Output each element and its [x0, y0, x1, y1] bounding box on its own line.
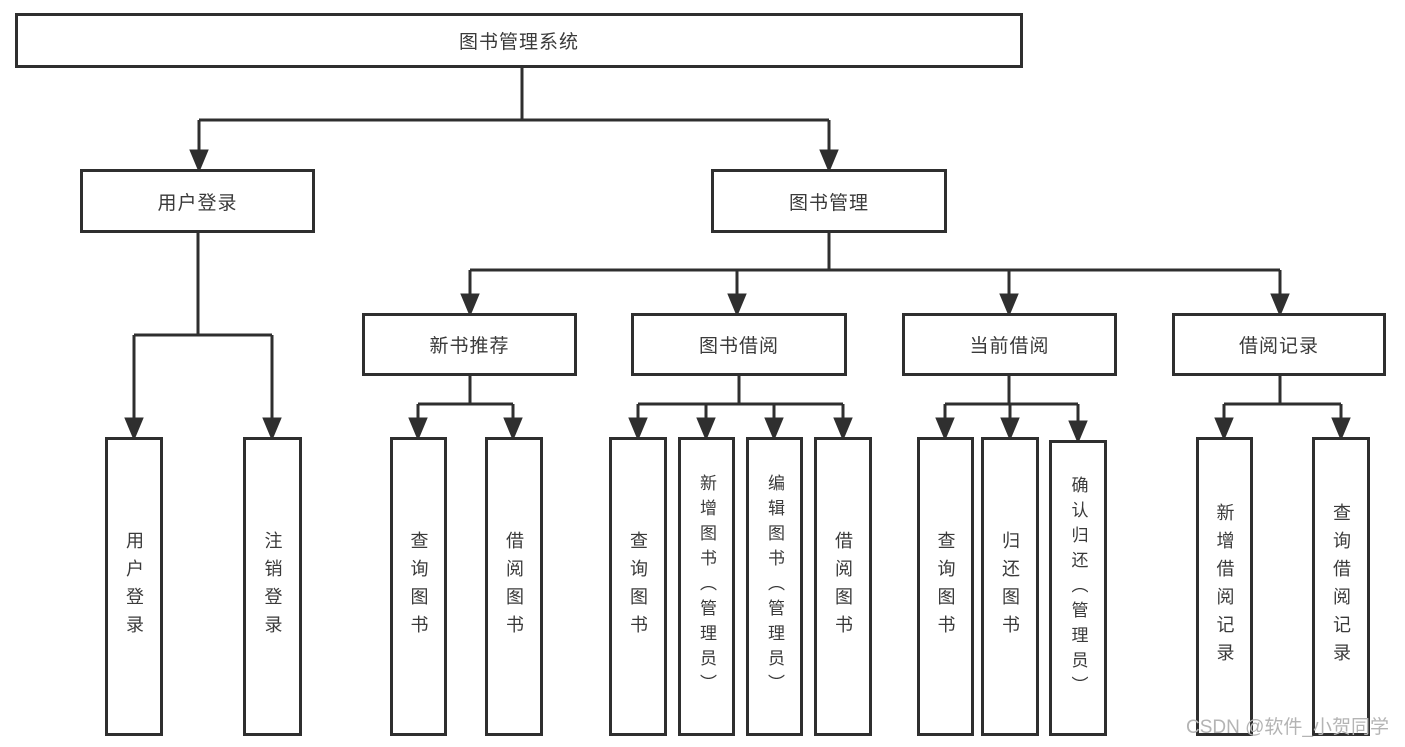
node-library-system: 图书管理系统 [15, 13, 1023, 68]
leaf-borrow-books-recommend-label: 借阅图书 [504, 530, 524, 643]
connector-book-borrow-split [638, 376, 843, 406]
leaf-query-borrow-record-label: 查询借阅记录 [1331, 502, 1351, 671]
node-book-borrowing: 图书借阅 [631, 313, 847, 376]
node-user-login: 用户登录 [80, 169, 315, 233]
connector-user-login-split [134, 233, 272, 337]
leaf-return-books-label: 归还图书 [1000, 530, 1020, 643]
node-new-book-recommend: 新书推荐 [362, 313, 577, 376]
leaf-query-books-recommend: 查询图书 [390, 437, 447, 736]
leaf-edit-books-admin: 编辑图书（管理员） [746, 437, 803, 736]
leaf-edit-books-admin-label: 编辑图书（管理员） [765, 474, 784, 699]
leaf-query-books-borrow: 查询图书 [609, 437, 667, 736]
node-borrowing-records-label: 借阅记录 [1238, 336, 1319, 357]
leaf-user-login-label: 用户登录 [124, 530, 144, 643]
leaf-logout-label: 注销登录 [262, 530, 283, 643]
leaf-borrow-books: 借阅图书 [814, 437, 872, 736]
connector-new-book-split [418, 376, 513, 406]
node-book-borrowing-label: 图书借阅 [698, 336, 779, 357]
leaf-query-borrow-record: 查询借阅记录 [1312, 437, 1370, 736]
node-user-login-label: 用户登录 [157, 192, 238, 214]
leaf-borrow-books-label: 借阅图书 [833, 530, 853, 643]
leaf-add-books-admin-label: 新增图书（管理员） [697, 474, 716, 699]
leaf-logout: 注销登录 [243, 437, 302, 736]
leaf-query-books-current: 查询图书 [917, 437, 974, 736]
node-new-book-recommend-label: 新书推荐 [429, 336, 510, 357]
leaf-confirm-return-admin: 确认归还（管理员） [1049, 440, 1107, 736]
node-book-management-label: 图书管理 [788, 192, 869, 214]
connector-current-borrow-split [945, 376, 1078, 406]
node-current-borrowing: 当前借阅 [902, 313, 1117, 376]
node-current-borrowing-label: 当前借阅 [969, 336, 1050, 357]
node-borrowing-records: 借阅记录 [1172, 313, 1386, 376]
leaf-add-borrow-record: 新增借阅记录 [1196, 437, 1253, 736]
leaf-add-books-admin: 新增图书（管理员） [678, 437, 735, 736]
leaf-user-login: 用户登录 [105, 437, 163, 736]
leaf-return-books: 归还图书 [981, 437, 1039, 736]
node-book-management: 图书管理 [711, 169, 947, 233]
connector-borrow-records-split [1224, 376, 1341, 406]
csdn-watermark: CSDN @软件_小贺同学 [1186, 717, 1389, 738]
leaf-add-borrow-record-label: 新增借阅记录 [1214, 502, 1235, 671]
leaf-query-books-borrow-label: 查询图书 [628, 530, 648, 643]
leaf-query-books-recommend-label: 查询图书 [408, 530, 429, 643]
node-library-system-label: 图书管理系统 [458, 32, 579, 53]
connector-root-split [199, 68, 829, 122]
leaf-borrow-books-recommend: 借阅图书 [485, 437, 543, 736]
connector-book-mgmt-split [470, 233, 1280, 272]
leaf-confirm-return-admin-label: 确认归还（管理员） [1068, 475, 1088, 701]
leaf-query-books-current-label: 查询图书 [935, 530, 956, 643]
